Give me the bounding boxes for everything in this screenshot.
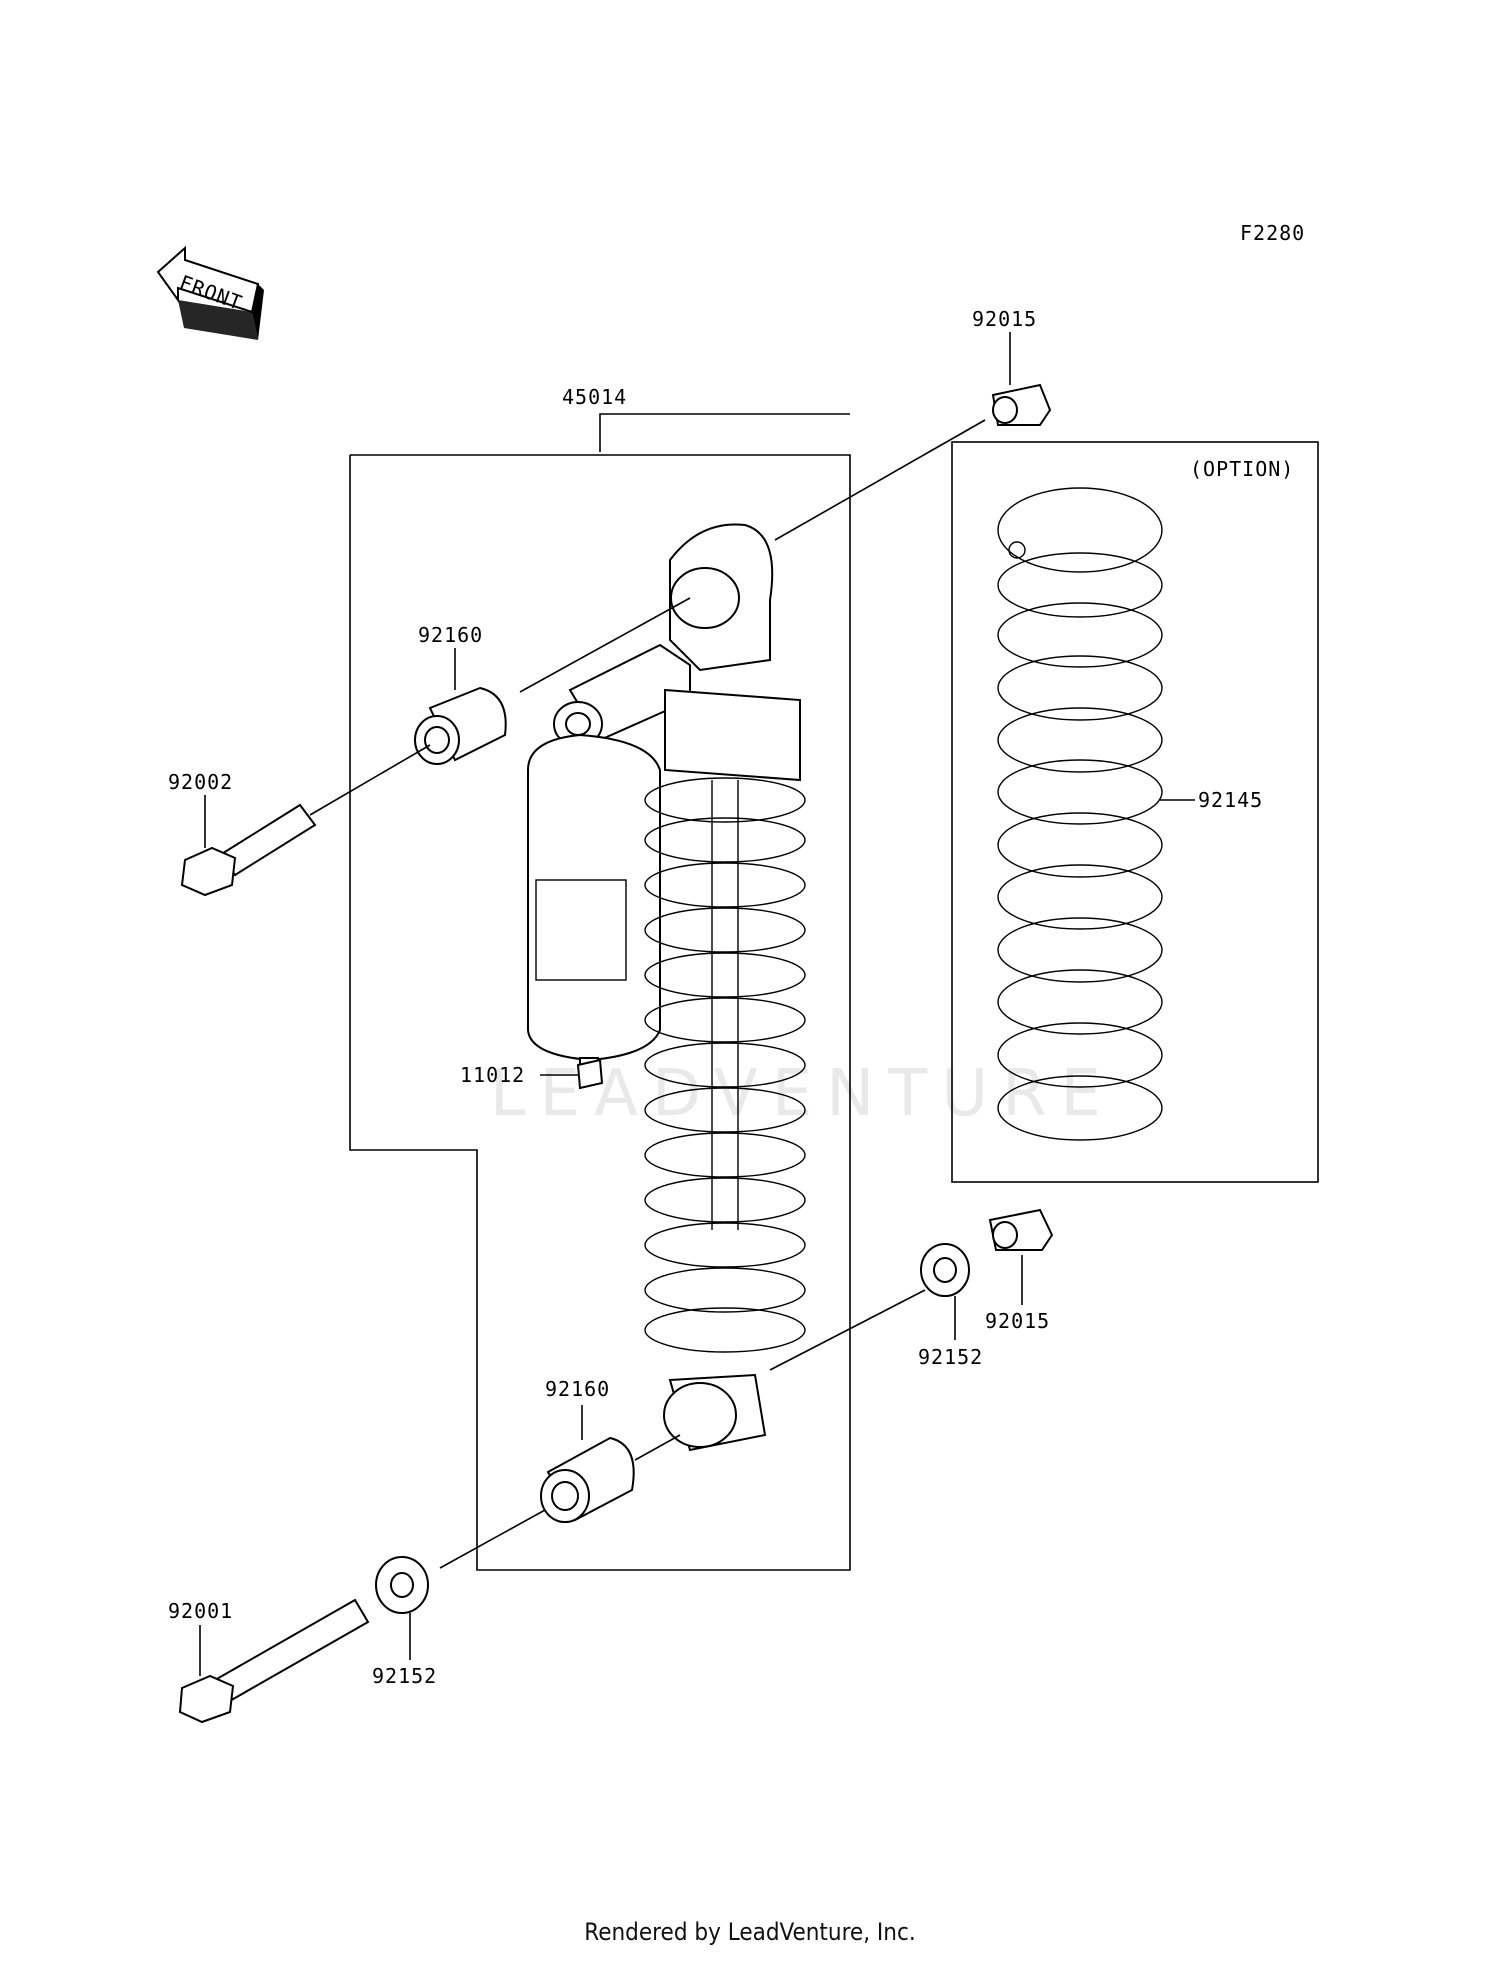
part-label-92002: 92002	[168, 770, 233, 794]
option-box	[951, 441, 1319, 1183]
collar-92160-top	[414, 686, 507, 765]
diagram-code: F2280	[1240, 221, 1305, 245]
bolt-92001	[178, 1598, 370, 1724]
footer-credit: Rendered by LeadVenture, Inc.	[584, 1918, 916, 1946]
spring-92145	[997, 487, 1163, 1141]
front-arrow-icon: FRONT	[156, 245, 264, 340]
shock-absorber	[527, 523, 806, 1452]
washer-92152-right	[920, 1243, 970, 1297]
part-label-92160-bottom: 92160	[545, 1377, 610, 1401]
option-label: (OPTION)	[1190, 457, 1294, 481]
part-label-45014: 45014	[562, 385, 627, 409]
assembly-bracket-45014	[349, 413, 851, 1571]
collar-92160-bottom	[540, 1436, 635, 1523]
part-label-92015-bottom: 92015	[985, 1309, 1050, 1333]
nut-92015-top	[991, 383, 1052, 426]
nut-92015-bottom	[988, 1208, 1054, 1251]
washer-92152-left	[375, 1556, 429, 1614]
bolt-92002	[180, 803, 317, 897]
part-label-92152-left: 92152	[372, 1664, 437, 1688]
part-label-92001: 92001	[168, 1599, 233, 1623]
part-label-11012: 11012	[460, 1063, 525, 1087]
part-label-92145: 92145	[1198, 788, 1263, 812]
valve-11012	[576, 1057, 604, 1090]
part-label-92152-right: 92152	[918, 1345, 983, 1369]
part-label-92015-top: 92015	[972, 307, 1037, 331]
part-label-92160-top: 92160	[418, 623, 483, 647]
